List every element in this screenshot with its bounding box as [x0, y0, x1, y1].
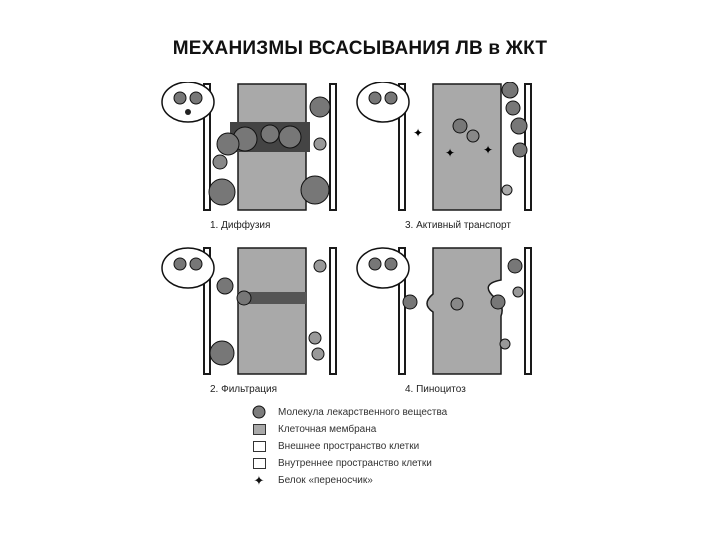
active-transport-diagram: ✦ ✦ ✦: [356, 82, 532, 211]
page-title: МЕХАНИЗМЫ ВСАСЫВАНИЯ ЛВ в ЖКТ: [172, 38, 548, 59]
filtration-diagram: [161, 247, 337, 375]
caption-pinocytosis: 4. Пиноцитоз: [405, 384, 466, 395]
molecule-icon: [248, 405, 270, 419]
svg-text:✦: ✦: [445, 146, 455, 160]
inner-swatch: [248, 457, 270, 470]
caption-diffusion: 1. Диффузия: [210, 220, 271, 231]
legend-row-membrane: Клеточная мембрана: [248, 421, 508, 437]
svg-text:✦: ✦: [413, 126, 423, 140]
legend-row-outer: Внешнее пространство клетки: [248, 438, 508, 454]
legend: Молекула лекарственного вещества Клеточн…: [248, 404, 508, 489]
legend-label-carrier: Белок «переносчик»: [278, 474, 373, 486]
legend-row-inner: Внутреннее пространство клетки: [248, 455, 508, 471]
panel-pinocytosis: 4. Пиноцитоз: [355, 246, 539, 395]
membrane-swatch: [248, 423, 270, 436]
legend-label-membrane: Клеточная мембрана: [278, 423, 377, 435]
caption-active: 3. Активный транспорт: [405, 220, 511, 231]
svg-text:✦: ✦: [483, 143, 493, 157]
legend-row-carrier: ✦ Белок «переносчик»: [248, 472, 508, 488]
panel-active-transport: ✦ ✦ ✦ 3. Активный транспорт: [355, 82, 539, 231]
diffusion-diagram: [161, 82, 337, 211]
panel-filtration: 2. Фильтрация: [160, 246, 344, 395]
outer-swatch: [248, 440, 270, 453]
panel-diffusion: 1. Диффузия: [160, 82, 344, 231]
caption-filtration: 2. Фильтрация: [210, 384, 278, 395]
carrier-icon: ✦: [253, 472, 265, 488]
pinocytosis-diagram: [356, 247, 532, 375]
legend-label-outer: Внешнее пространство клетки: [278, 440, 420, 452]
legend-label-inner: Внутреннее пространство клетки: [278, 457, 432, 469]
legend-label-molecule: Молекула лекарственного вещества: [278, 406, 448, 418]
legend-row-molecule: Молекула лекарственного вещества: [248, 404, 508, 420]
